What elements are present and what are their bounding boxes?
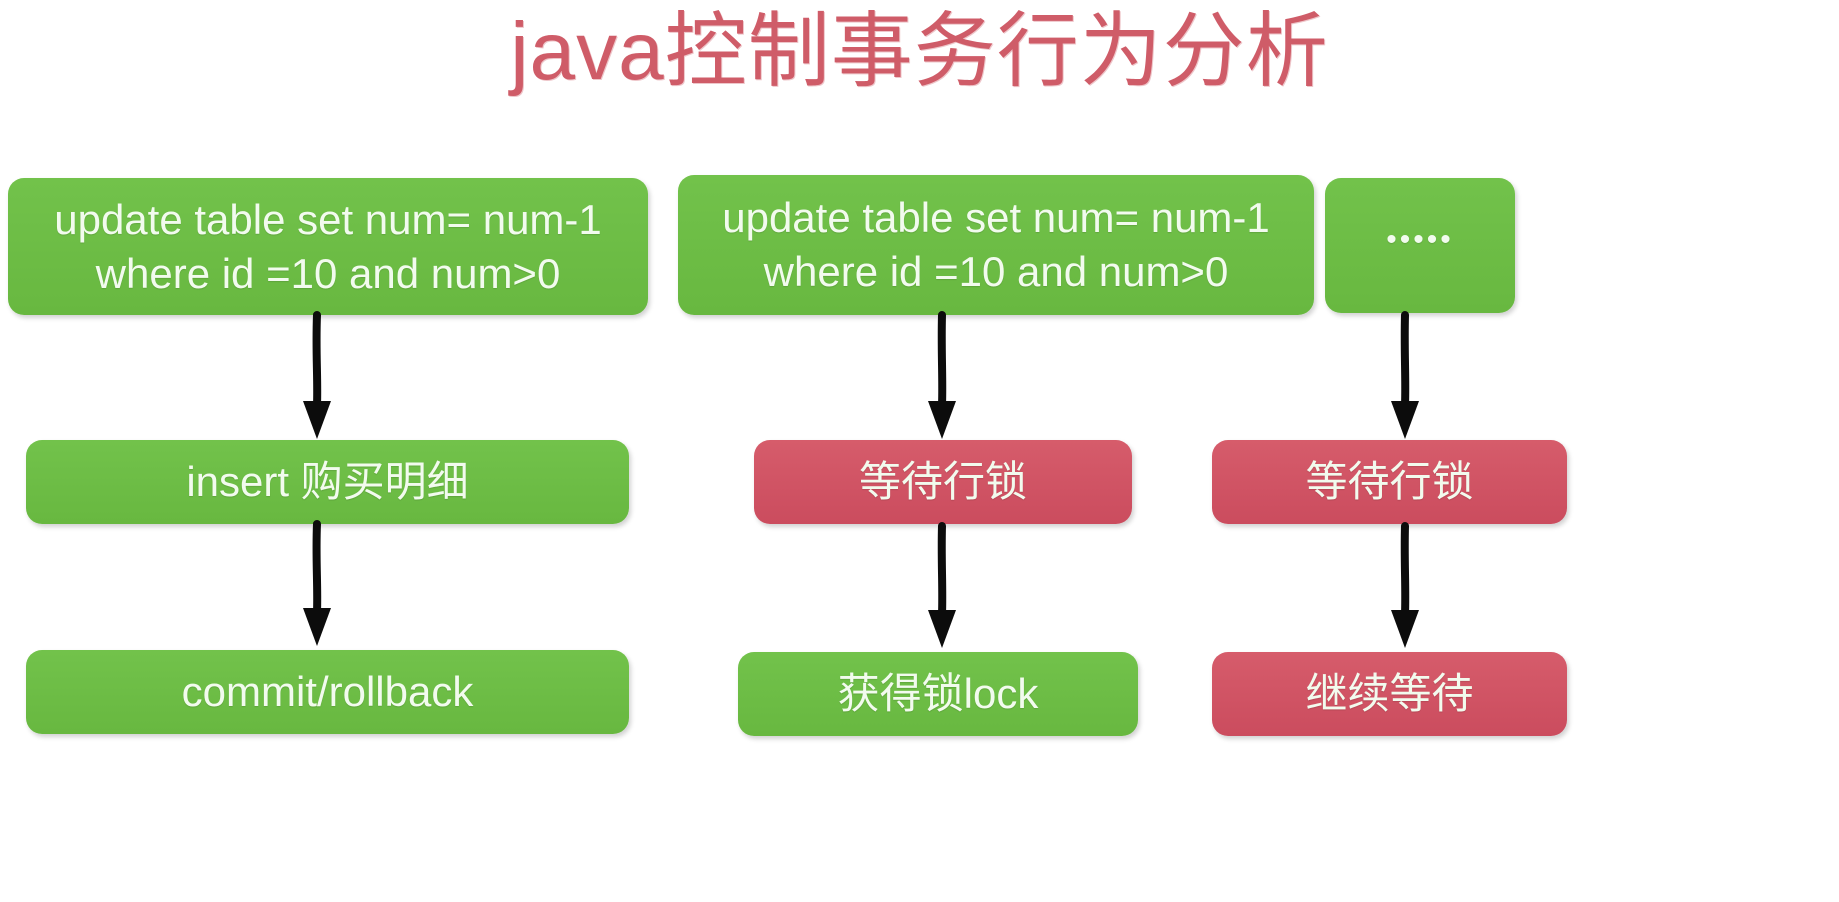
node-col3-wait-row-lock[interactable]: 等待行锁 xyxy=(1212,440,1567,524)
node-col3-continue-waiting[interactable]: 继续等待 xyxy=(1212,652,1567,736)
node-col1-insert-detail[interactable]: insert 购买明细 xyxy=(26,440,629,524)
node-col1-commit-rollback[interactable]: commit/rollback xyxy=(26,650,629,734)
arrow-col1-insert-to-commit xyxy=(295,520,339,650)
arrow-col3-wait-to-continue xyxy=(1383,522,1427,652)
node-col2-wait-row-lock[interactable]: 等待行锁 xyxy=(754,440,1132,524)
node-col2-update-statement[interactable]: update table set num= num-1 where id =10… xyxy=(678,175,1314,315)
arrow-col3-dots-to-wait xyxy=(1383,311,1427,443)
arrow-col2-update-to-wait xyxy=(920,311,964,443)
node-col3-ellipsis[interactable]: ••••• xyxy=(1325,178,1515,313)
arrow-col2-wait-to-lock xyxy=(920,522,964,652)
node-col2-acquire-lock[interactable]: 获得锁lock xyxy=(738,652,1138,736)
page-title: java控制事务行为分析 xyxy=(510,6,1329,97)
arrow-col1-update-to-insert xyxy=(295,311,339,443)
node-col1-update-statement[interactable]: update table set num= num-1 where id =10… xyxy=(8,178,648,315)
